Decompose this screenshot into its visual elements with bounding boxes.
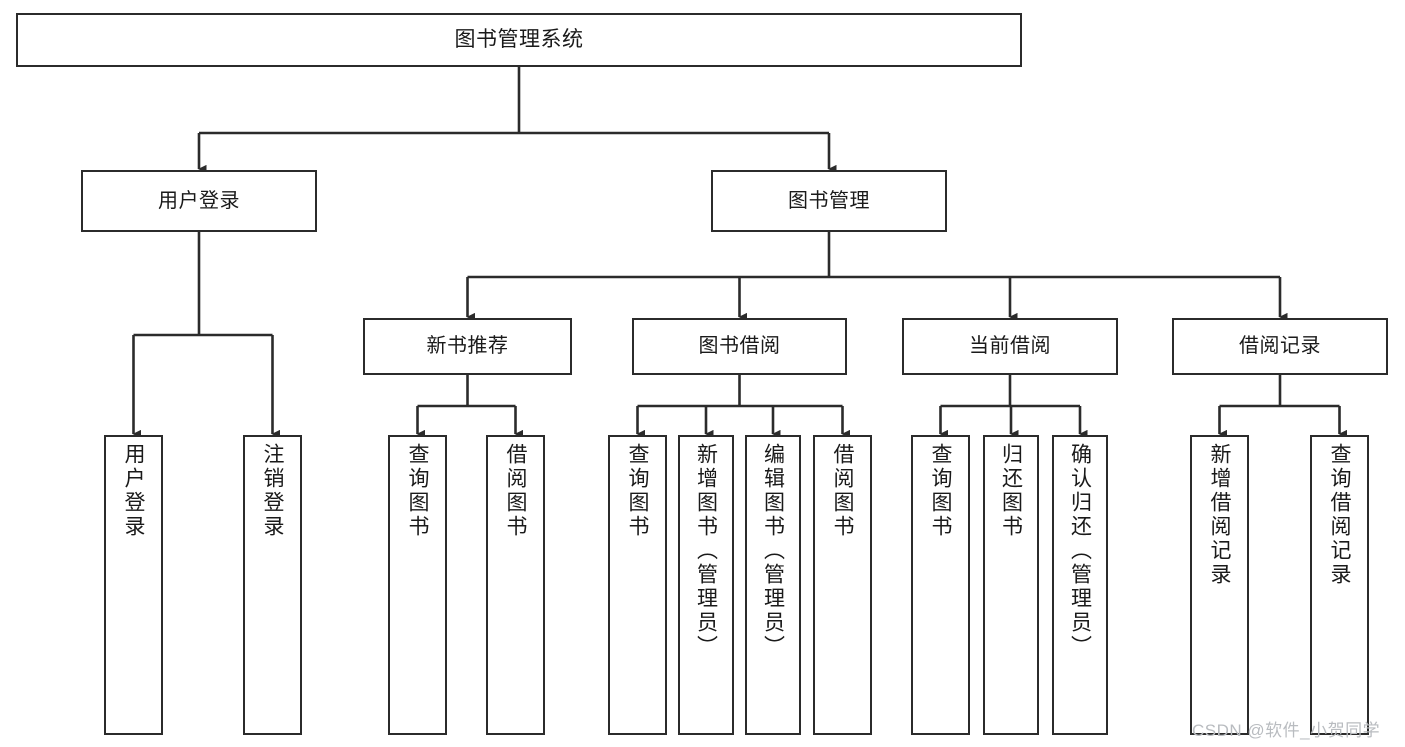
node-book-borrow[interactable]: 图书借阅 bbox=[632, 318, 847, 375]
node-leaf-query-borrow-record[interactable]: 查询借阅记录 bbox=[1310, 435, 1369, 735]
node-leaf-query-book-3-label: 查询图书 bbox=[929, 443, 952, 539]
node-book-manage-label: 图书管理 bbox=[788, 189, 870, 212]
node-root[interactable]: 图书管理系统 bbox=[16, 13, 1022, 67]
node-leaf-query-book-1[interactable]: 查询图书 bbox=[388, 435, 447, 735]
node-user-login[interactable]: 用户登录 bbox=[81, 170, 317, 232]
node-leaf-borrow-book-2-label: 借阅图书 bbox=[831, 443, 854, 539]
node-leaf-return-book[interactable]: 归还图书 bbox=[983, 435, 1039, 735]
node-book-borrow-label: 图书借阅 bbox=[698, 335, 781, 358]
node-leaf-borrow-book-1-label: 借阅图书 bbox=[504, 443, 527, 539]
node-book-manage[interactable]: 图书管理 bbox=[711, 170, 947, 232]
node-leaf-add-borrow-record[interactable]: 新增借阅记录 bbox=[1190, 435, 1249, 735]
node-new-book-rec-label: 新书推荐 bbox=[426, 335, 509, 358]
node-leaf-add-book-admin-label: 新增图书（管理员） bbox=[694, 443, 718, 659]
node-new-book-rec[interactable]: 新书推荐 bbox=[363, 318, 572, 375]
node-leaf-query-book-1-label: 查询图书 bbox=[406, 443, 429, 539]
node-leaf-user-logout-label: 注销登录 bbox=[261, 443, 284, 539]
node-leaf-borrow-book-1[interactable]: 借阅图书 bbox=[486, 435, 545, 735]
node-leaf-user-logout[interactable]: 注销登录 bbox=[243, 435, 302, 735]
node-leaf-confirm-return-admin-label: 确认归还（管理员） bbox=[1068, 443, 1092, 659]
csdn-watermark: CSDN @软件_小贺同学 bbox=[1192, 721, 1381, 740]
node-current-borrow[interactable]: 当前借阅 bbox=[902, 318, 1118, 375]
node-leaf-confirm-return-admin[interactable]: 确认归还（管理员） bbox=[1052, 435, 1108, 735]
node-leaf-query-book-3[interactable]: 查询图书 bbox=[911, 435, 970, 735]
node-leaf-query-book-2-label: 查询图书 bbox=[626, 443, 649, 539]
node-leaf-add-borrow-record-label: 新增借阅记录 bbox=[1208, 443, 1231, 587]
node-leaf-borrow-book-2[interactable]: 借阅图书 bbox=[813, 435, 872, 735]
node-user-login-label: 用户登录 bbox=[158, 189, 240, 212]
node-leaf-return-book-label: 归还图书 bbox=[999, 443, 1023, 539]
node-root-label: 图书管理系统 bbox=[454, 28, 584, 52]
node-borrow-record[interactable]: 借阅记录 bbox=[1172, 318, 1388, 375]
node-leaf-user-login[interactable]: 用户登录 bbox=[104, 435, 163, 735]
node-leaf-edit-book-admin-label: 编辑图书（管理员） bbox=[761, 443, 785, 659]
node-borrow-record-label: 借阅记录 bbox=[1239, 335, 1321, 358]
node-current-borrow-label: 当前借阅 bbox=[969, 335, 1051, 358]
node-leaf-user-login-label: 用户登录 bbox=[122, 443, 145, 539]
node-leaf-add-book-admin[interactable]: 新增图书（管理员） bbox=[678, 435, 734, 735]
node-leaf-query-borrow-record-label: 查询借阅记录 bbox=[1328, 443, 1351, 587]
node-leaf-edit-book-admin[interactable]: 编辑图书（管理员） bbox=[745, 435, 801, 735]
node-leaf-query-book-2[interactable]: 查询图书 bbox=[608, 435, 667, 735]
